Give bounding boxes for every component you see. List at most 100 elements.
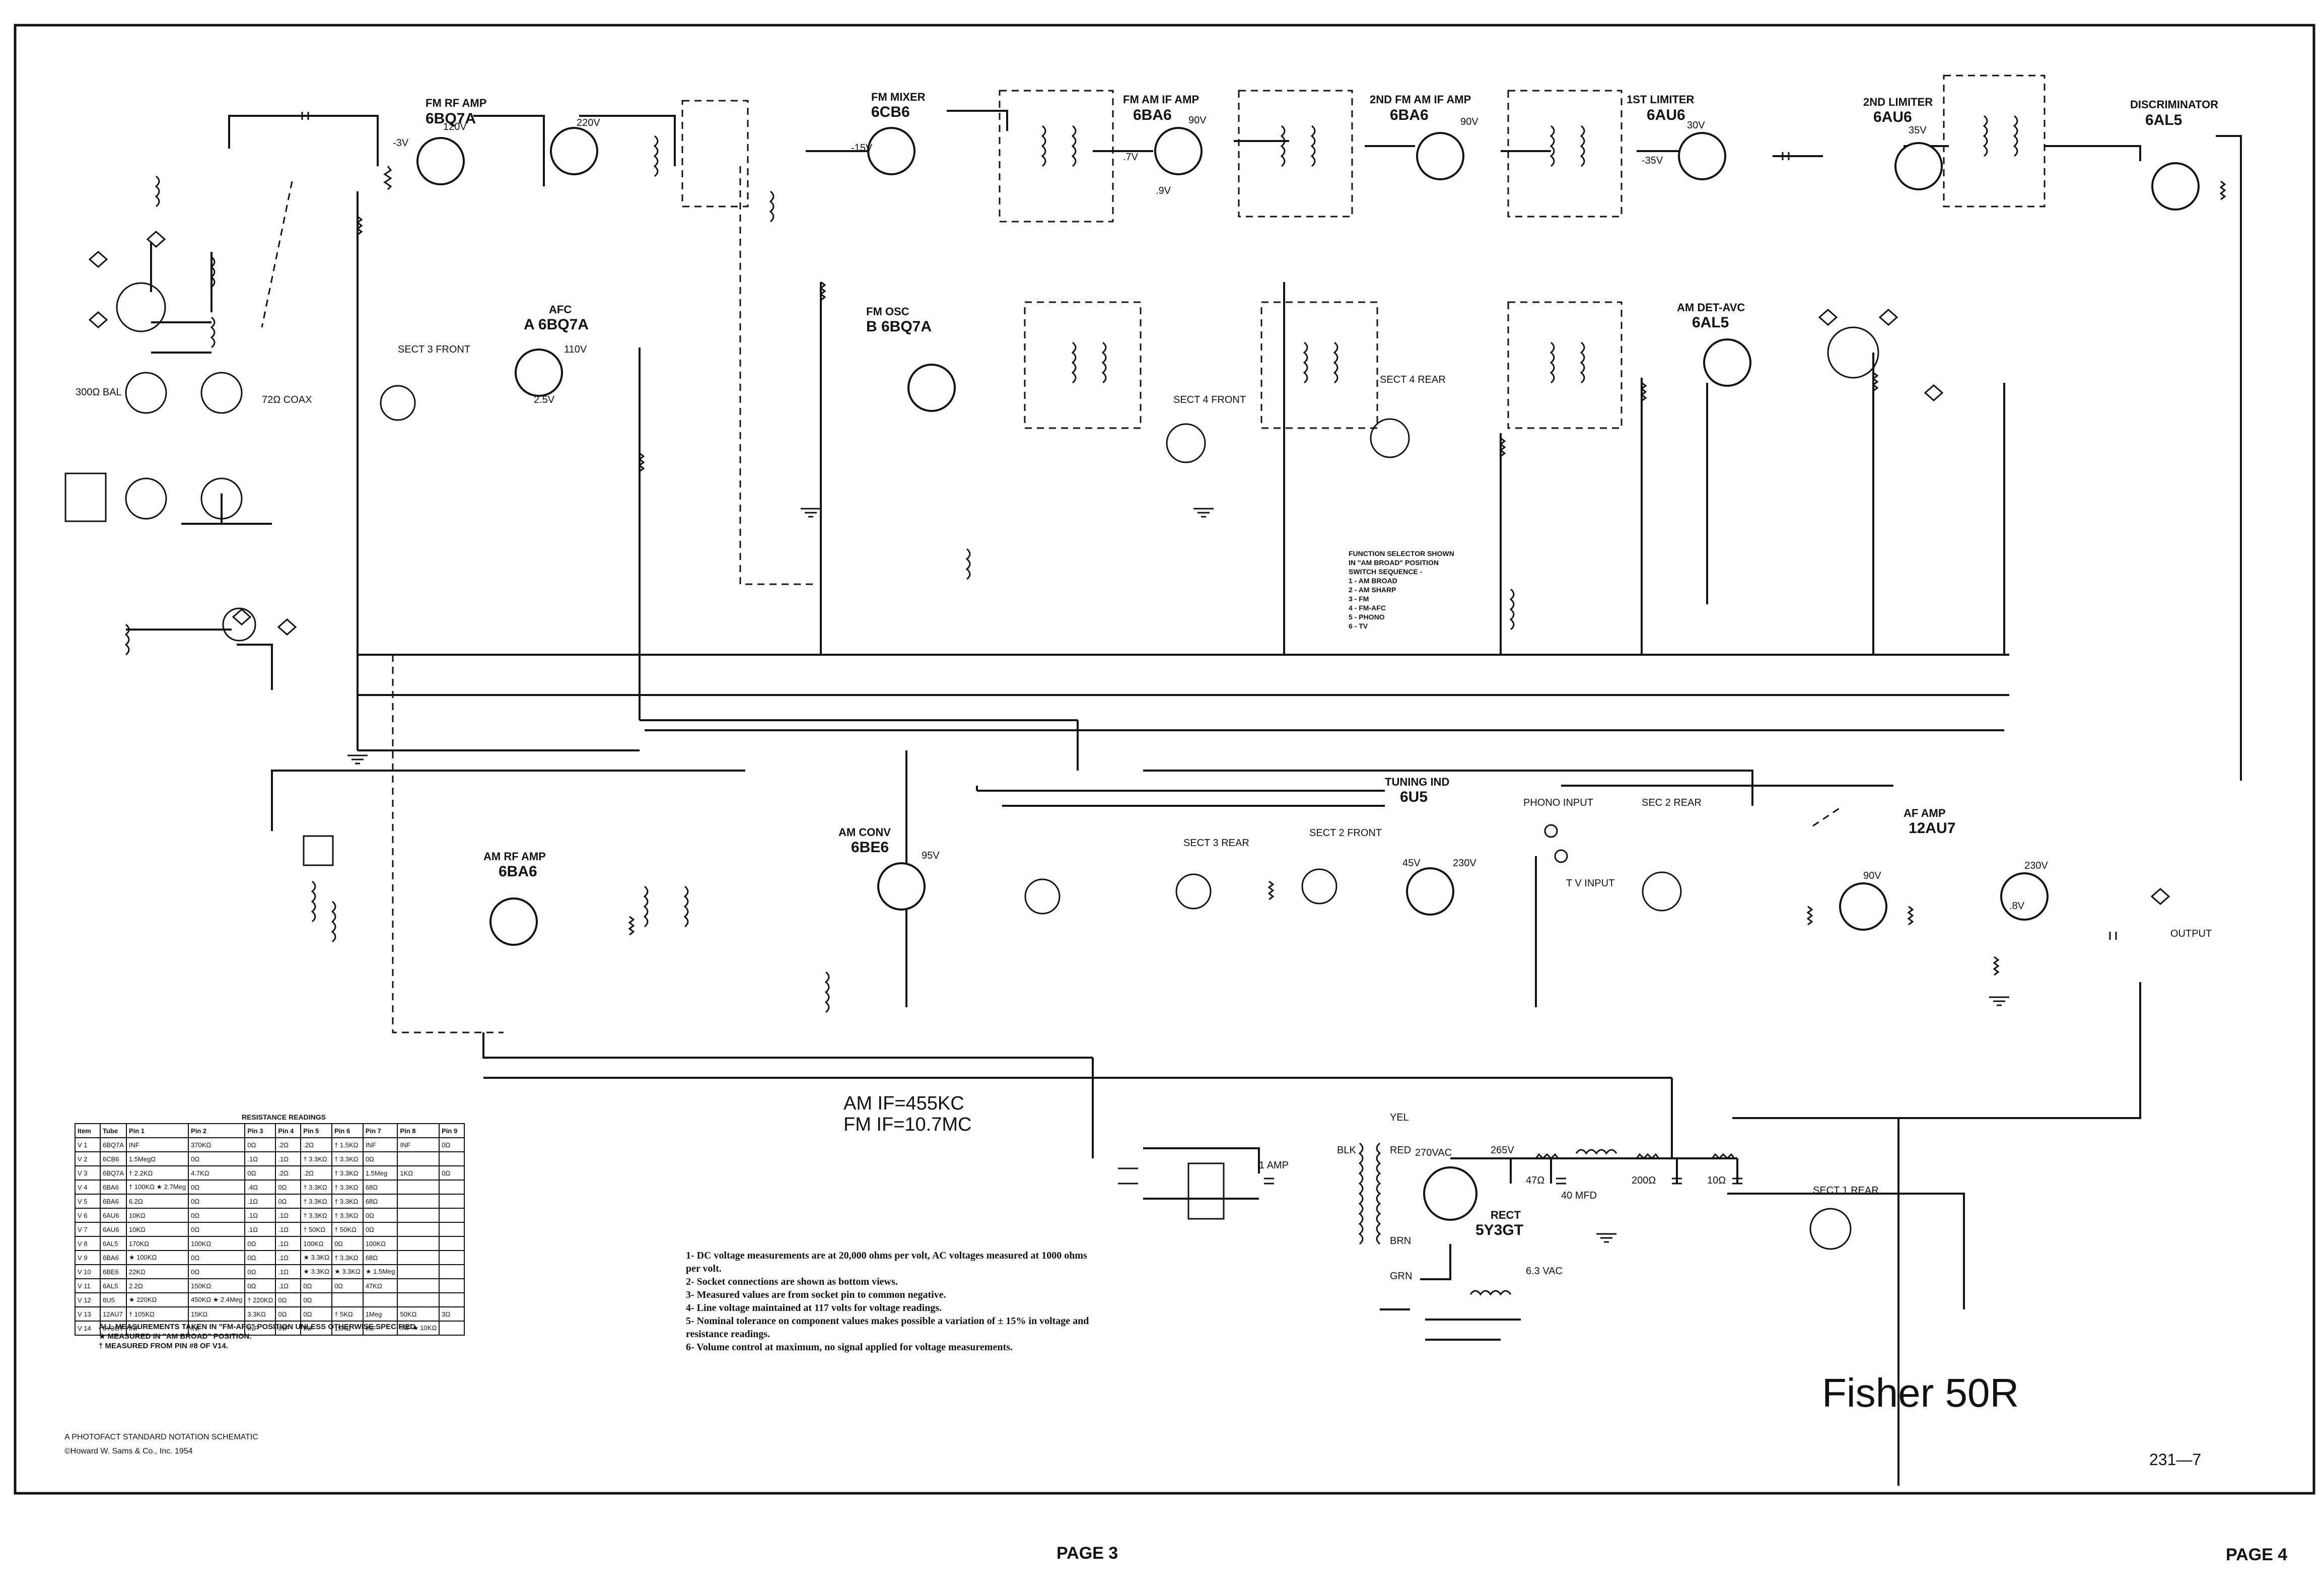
fs-note-line: 4 - FM-AFC [1349,604,1386,612]
table-header-cell: Pin 1 [125,1123,189,1138]
table-cell: 0Ω [244,1165,276,1181]
voltage-label: -15V [851,143,873,154]
table-cell: V 4 [75,1180,101,1195]
tube-type-v9: 6BA6 [499,863,537,880]
table-cell: † 3.3KΩ [331,1250,364,1265]
voltage-label: 120V [443,121,467,132]
table-cell: 4.7KΩ [188,1165,246,1181]
table-cell: .1Ω [275,1151,302,1166]
table-cell: INF ★ 10KΩ [397,1321,440,1336]
table-cell: 6BA6 [100,1194,127,1209]
note-item: 3- Measured values are from socket pin t… [686,1289,946,1300]
tube-func-v8: DISCRIMINATOR [2130,98,2218,111]
voltage-label: 220V [577,117,600,128]
am-if-text: AM IF=455KC [843,1093,964,1114]
table-cell [397,1194,440,1209]
table-cell: 100KΩ [362,1236,398,1251]
table-cell: 50KΩ [397,1306,440,1322]
fs-note-line: IN "AM BROAD" POSITION [1349,559,1439,567]
resistor-47-label: 47Ω [1526,1175,1544,1186]
voltage-label: 45V [1402,858,1421,869]
table-cell: .1Ω [244,1208,276,1223]
tube-type-v3a: A 6BQ7A [524,316,589,333]
table-cell: 370KΩ [188,1137,246,1152]
table-cell: 68Ω [362,1250,398,1265]
table-cell: 6AU6 [100,1222,127,1237]
table-cell: 0Ω [188,1222,246,1237]
fuse-rating-label: 1 AMP [1259,1160,1289,1171]
switch-sect3-rear-label: SECT 3 REAR [1183,838,1249,849]
table-cell: INF [125,1321,189,1336]
table-header-cell: Pin 2 [188,1123,246,1138]
table-cell: 6BQ7A [100,1165,127,1181]
table-cell: INF [125,1137,189,1152]
fs-note-line: SWITCH SEQUENCE - [1349,568,1423,576]
note-item: 2- Socket connections are shown as botto… [686,1276,898,1287]
table-cell [397,1278,440,1293]
antenna-300-bal-label: 300Ω BAL [76,387,122,398]
voltage-label: 265V [1491,1145,1514,1156]
table-cell [397,1264,440,1279]
voltage-label: 110V [564,344,587,355]
table-header-cell: Pin 9 [439,1123,465,1138]
table-cell: .1Ω [275,1250,302,1265]
table-cell [397,1151,440,1166]
table-cell: 6BE6 [100,1264,127,1279]
tube-type-v1: 6BQ7A [426,110,476,127]
table-footnotes: ALL MEASUREMENTS TAKEN IN "FM-AFC" POSIT… [99,1322,417,1351]
table-cell: ★ 1.5Meg [362,1264,398,1279]
table-header-cell: Pin 7 [362,1123,398,1138]
table-cell: .1Ω [275,1278,302,1293]
table-cell: 0Ω [300,1306,333,1322]
table-cell [397,1222,440,1237]
note-item: 6- Volume control at maximum, no signal … [686,1342,1013,1353]
tube-func-v3a: AFC [549,303,572,316]
table-cell: 1.5Meg [362,1165,398,1181]
tube-type-v14: 5Y3GT [1475,1222,1523,1238]
page-border [14,24,2315,1495]
table-cell: V 5 [75,1194,101,1209]
output-label: OUTPUT [2170,928,2212,939]
table-cell: INF [300,1321,333,1336]
table-cell [439,1151,465,1166]
table-footnote: ALL MEASUREMENTS TAKEN IN "FM-AFC" POSIT… [99,1323,418,1331]
table-cell: † 1.5KΩ [331,1137,364,1152]
table-cell: V 12 [75,1292,101,1307]
tube-func-v11: AM DET-AVC [1677,301,1745,314]
table-cell: 15KΩ [331,1321,364,1336]
tube-type-v2: 6CB6 [871,104,910,120]
table-cell [439,1222,465,1237]
table-cell: 100KΩ [300,1236,333,1251]
table-cell [439,1180,465,1195]
table-cell [397,1292,440,1307]
table-cell: 170KΩ [125,1236,189,1251]
wire-blk-label: BLK [1337,1145,1356,1156]
fs-note-line: 3 - FM [1349,595,1369,603]
tube-func-v6: 1ST LIMITER [1627,93,1695,106]
note-item: 4- Line voltage maintained at 117 volts … [686,1302,942,1313]
wire-red-label: RED [1390,1145,1411,1156]
tube-type-v7: 6AU6 [1873,109,1912,125]
table-cell: 10KΩ [125,1222,189,1237]
table-cell: † 3.3KΩ [300,1208,333,1223]
table-cell: 6BA6 [100,1250,127,1265]
table-cell [439,1194,465,1209]
secondary-270vac-label: 270VAC [1415,1147,1452,1158]
antenna-72-coax-label: 72Ω COAX [262,394,312,405]
tube-func-v10: AM CONV [838,826,891,839]
table-cell: † 3.3KΩ [300,1151,333,1166]
table-cell: V 14 [75,1321,101,1336]
resistance-table-title: RESISTANCE READINGS [242,1113,326,1121]
table-cell: 0Ω [188,1151,246,1166]
fs-note-line: 5 - PHONO [1349,613,1385,621]
table-cell: 0Ω [439,1165,465,1181]
voltage-label: 230V [1453,858,1476,869]
capacitors [301,112,2117,1185]
fs-note-line: 1 - AM BROAD [1349,577,1397,585]
general-notes: 1- DC voltage measurements are at 20,000… [686,1249,1099,1354]
table-cell: INF [362,1321,398,1336]
